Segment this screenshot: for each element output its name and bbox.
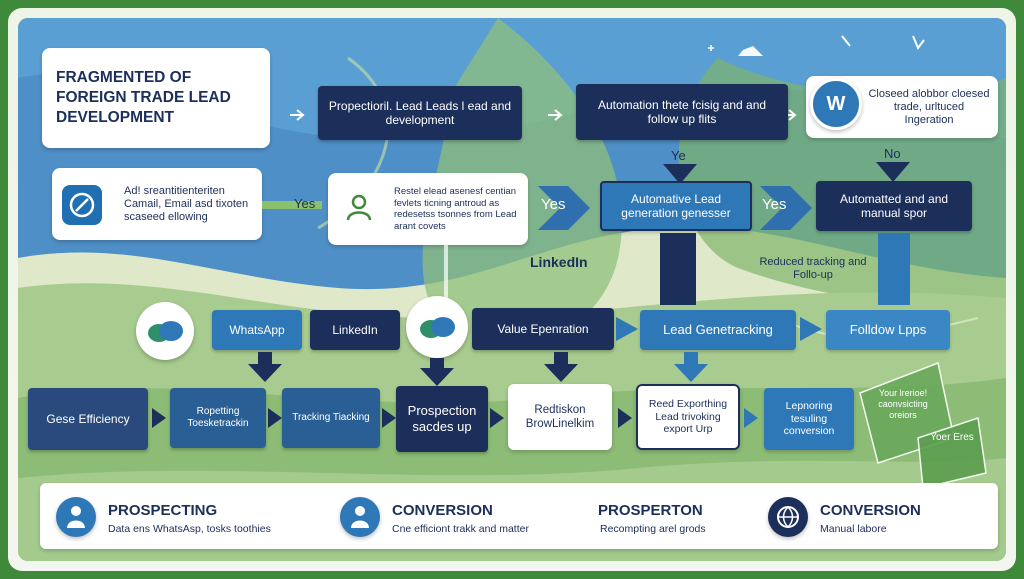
box-automative-lead: Automative Lead generation genesser [600,181,752,231]
footer-sub-4: Manual labore [820,523,887,535]
box-linkedin: LinkedIn [310,310,400,350]
down-arrow-icon [674,352,708,382]
arrow-right-icon [382,408,396,428]
footer-title-3: PROSPERTON [598,502,703,519]
box-automation-follow-up: Automation thete fcisig and and follow u… [576,84,788,140]
vertical-connector [878,233,910,305]
arrow-right-icon [290,109,305,121]
box-lead-tracking: Lead Genetracking [640,310,796,350]
reduced-tracking-label: Reduced tracking and Follo-up [759,256,867,281]
infographic-canvas: FRAGMENTED OF FOREIGN TRADE LEAD DEVELOP… [18,18,1006,561]
arrow-right-icon [548,109,563,121]
vertical-connector [444,233,448,303]
box-prospecting-lead: Propectioril. Lead Leads l ead and devel… [318,86,522,140]
arrow-right-icon [800,317,822,341]
footer-panel [40,483,998,549]
box-reed-exporting: Reed Exporthing Lead trivoking export Ur… [636,384,740,450]
app-logo-icon [62,185,102,225]
infographic-frame: FRAGMENTED OF FOREIGN TRADE LEAD DEVELOP… [8,8,1016,571]
yes-label-3: Yes [762,196,787,213]
person-icon [340,497,380,537]
box-prospection: Prospection sacdes up [396,386,488,452]
box-redisk: Redtiskon BrowLinelkim [508,384,612,450]
arrow-right-icon [616,317,638,341]
down-arrow-icon [663,164,697,184]
footer-sub-2: Cne efficiont trakk and matter [392,523,529,535]
person-icon [56,497,96,537]
footer-title-4: CONVERSION [820,502,921,519]
down-arrow-icon [544,352,578,382]
connector-bar [262,201,322,209]
globe-icon [768,497,808,537]
footer-sub-3: Recompting arel grods [600,523,706,535]
arrow-right-icon [152,408,166,428]
bubble-text-2: Yoer Eres [930,432,974,443]
card-lead-assessment: Restel elead asenesf centian fevlets tic… [328,173,528,245]
box-value-generation: Value Epenration [472,308,614,350]
no-label: No [884,146,901,161]
cloud-icon [406,296,468,358]
title-card: FRAGMENTED OF FOREIGN TRADE LEAD DEVELOP… [42,48,270,148]
yes-label-1: Yes [294,196,316,211]
linkedin-label: LinkedIn [530,254,588,270]
footer-title-1: PROSPECTING [108,502,218,519]
down-arrow-icon [876,162,910,182]
box-whatsapp: WhatsApp [212,310,302,350]
box-efficiency: Gese Efficiency [28,388,148,450]
arrow-right-icon [490,408,504,428]
footer-title-2: CONVERSION [392,502,493,519]
arrow-right-icon [744,408,758,428]
arrow-right-icon [268,408,282,428]
ye-label: Ye [671,148,686,163]
box-tracking: Tracking Tiacking [282,388,380,448]
footer-sub-1: Data ens WhatsAsp, tosks toothies [108,523,271,535]
team-icon [346,194,372,221]
yes-label-2: Yes [541,196,566,213]
box-automated-manual: Automatted and and manual spor [816,181,972,231]
arrow-right-icon [538,186,590,230]
w-logo-icon: W [810,78,862,130]
box-follow-ups: Folldow Lpps [826,310,950,350]
cloud-icon [136,302,194,360]
box-lepnoring: Lepnoring tesuling conversion [764,388,854,450]
down-arrow-icon [420,358,454,386]
vertical-connector [660,233,696,305]
down-arrow-icon [248,352,282,382]
arrow-right-icon [760,186,812,230]
box-reporting: Ropetting Toesketrackin [170,388,266,448]
arrow-right-icon [618,408,632,428]
bubble-text-1: Your lrerioe! caonvsicting oreiors [878,388,928,420]
